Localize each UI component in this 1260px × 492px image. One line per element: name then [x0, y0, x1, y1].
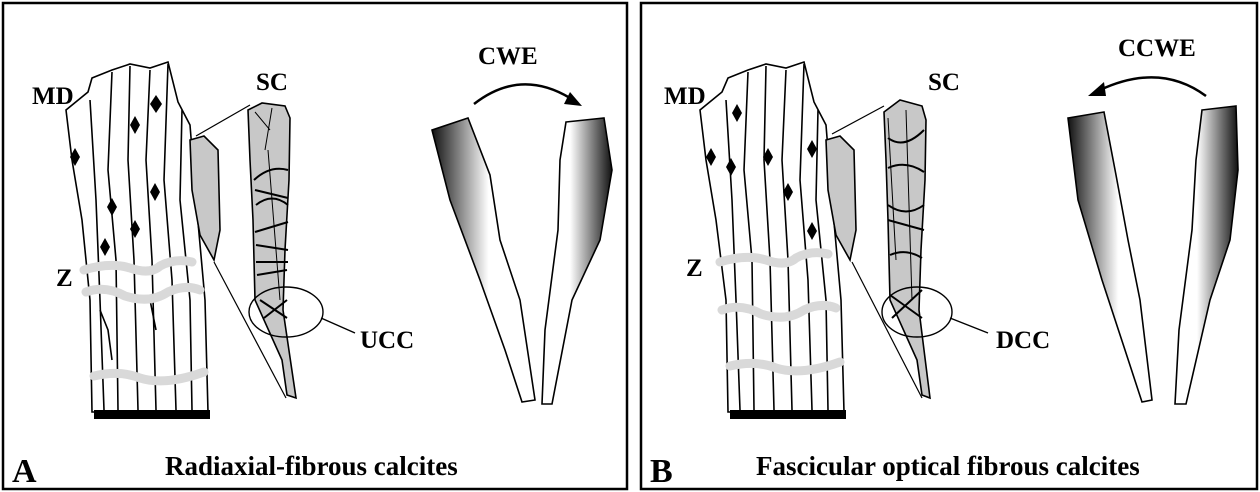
substrate-bar [94, 410, 210, 419]
fibrous-crystal-bundle [700, 62, 844, 412]
panel-a-caption: Radiaxial-fibrous calcites [165, 451, 458, 481]
label-sc: SC [928, 69, 960, 96]
label-ucc: UCC [360, 327, 414, 354]
panel-b-caption: Fascicular optical fibrous calcites [756, 451, 1140, 481]
cwe-arrow-arc [474, 84, 570, 104]
dcc-leader-line [950, 318, 988, 333]
panel-b: MD SC Z DCC CCWE B Fascicular optical fi… [630, 0, 1260, 492]
cwe-arrowhead-icon [564, 92, 582, 106]
panel-b-figure: MD SC Z DCC CCWE B Fascicular optical fi… [630, 0, 1260, 492]
label-ccwe: CCWE [1118, 35, 1196, 62]
ucc-leader-line [321, 318, 355, 333]
extinction-crystal-right [542, 118, 612, 404]
panel-a: MD SC Z UCC CWE A Radiaxial-fibrous calc… [0, 0, 630, 492]
label-z: Z [686, 255, 703, 282]
extinction-crystal-right [1175, 106, 1238, 404]
label-cwe: CWE [478, 43, 538, 70]
label-z: Z [56, 265, 73, 292]
substrate-bar [730, 410, 846, 419]
label-sc: SC [256, 69, 288, 96]
panel-a-letter: A [12, 453, 37, 490]
enlarged-crystal [248, 103, 296, 398]
label-dcc: DCC [996, 327, 1050, 354]
panel-b-letter: B [650, 453, 673, 490]
fibrous-crystal-bundle [66, 62, 208, 412]
label-md: MD [32, 83, 74, 110]
extinction-crystal-left [432, 118, 535, 402]
ccwe-arrow-arc [1100, 77, 1206, 96]
label-md: MD [664, 83, 706, 110]
extinction-crystal-left [1068, 112, 1152, 402]
panel-a-figure: MD SC Z UCC CWE A Radiaxial-fibrous calc… [0, 0, 630, 492]
ccwe-arrowhead-icon [1088, 82, 1106, 96]
